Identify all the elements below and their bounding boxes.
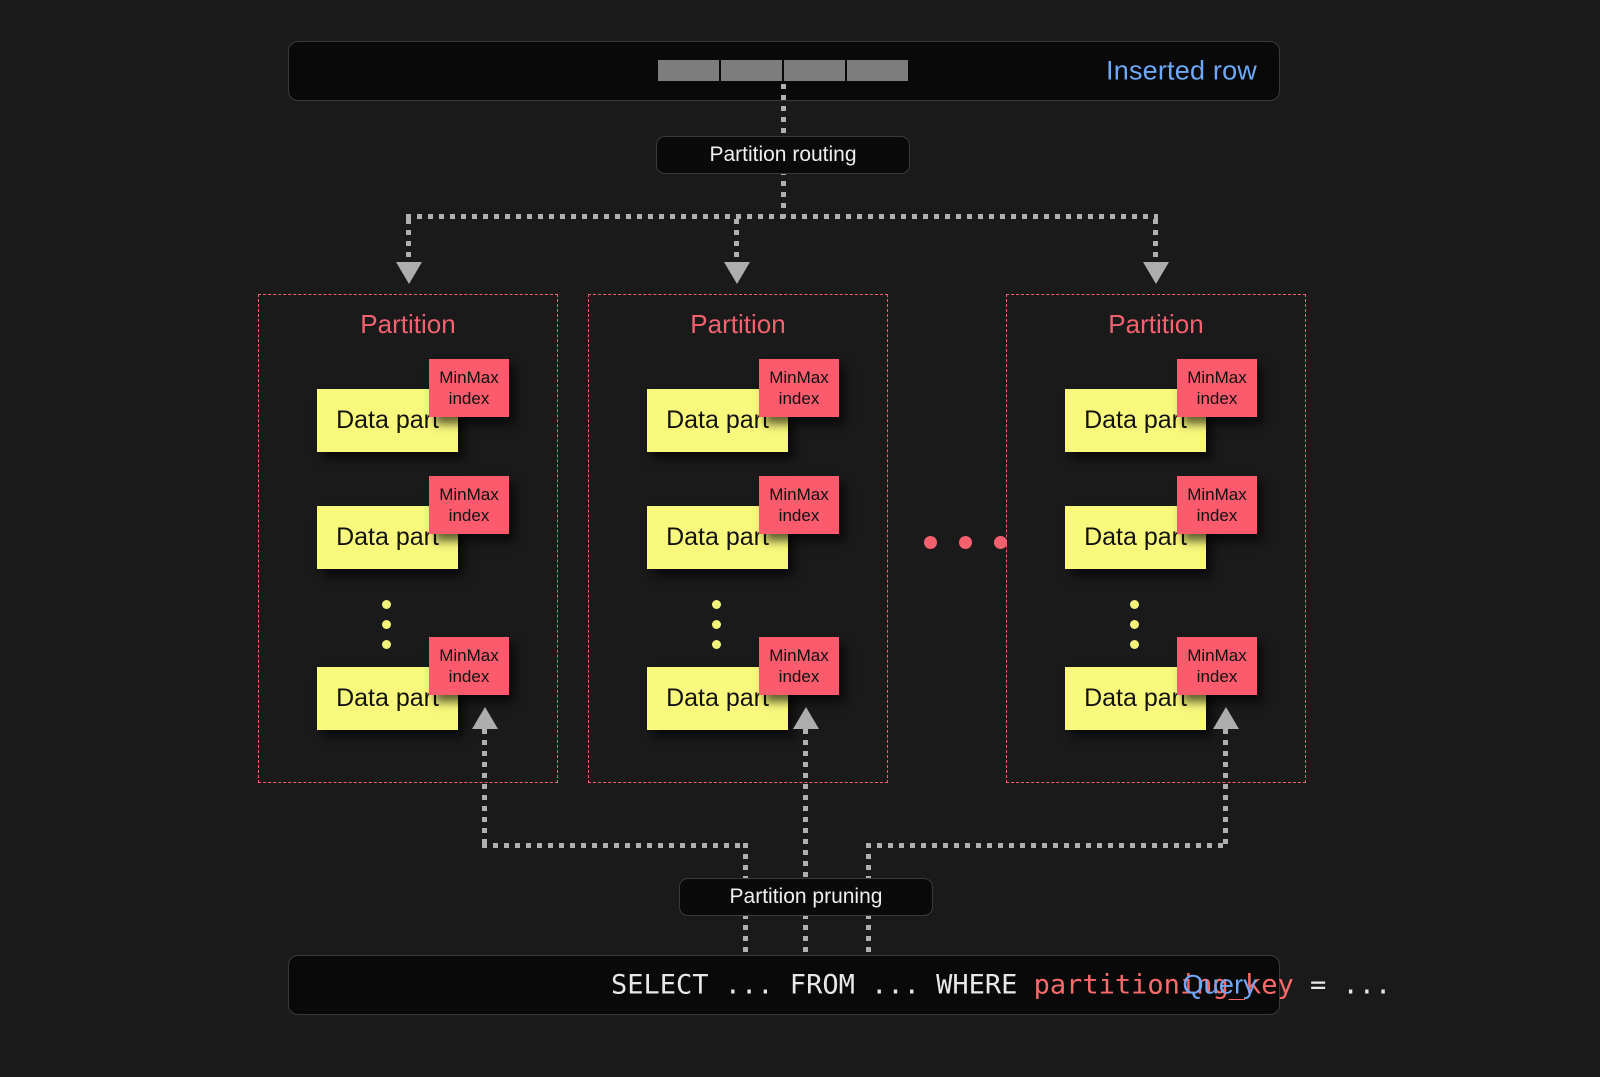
partition-pruning-box: Partition pruning <box>679 878 933 916</box>
data-part-box: Data part <box>647 389 788 452</box>
connector-bus-riser-left <box>743 843 748 879</box>
minmax-index-line2: index <box>1196 667 1238 686</box>
ellipsis-dot <box>1130 620 1139 629</box>
arrow-up-partition-2 <box>1213 707 1239 729</box>
row-cell <box>784 60 845 81</box>
query-suffix: = ... <box>1293 969 1392 1001</box>
query-prefix: SELECT ... FROM ... WHERE <box>611 969 1034 1001</box>
minmax-index-box: MinMax index <box>759 637 839 695</box>
minmax-index-line2: index <box>448 667 490 686</box>
ellipsis-dot <box>382 640 391 649</box>
minmax-index-line1: MinMax <box>769 485 829 504</box>
connector-bus-to-partition-2 <box>1153 219 1158 265</box>
minmax-index-line1: MinMax <box>439 646 499 665</box>
partition-box-0: Partition MinMax index Data part MinMax … <box>258 294 558 783</box>
row-cell <box>721 60 782 81</box>
partition-box-1: Partition MinMax index Data part MinMax … <box>588 294 888 783</box>
minmax-index-box: MinMax index <box>1177 359 1257 417</box>
connector-routing-bus <box>406 214 1158 219</box>
connector-bus-to-partition-0 <box>406 219 411 265</box>
connector-pruning-bus-right <box>866 843 1228 848</box>
query-keyword: partitioning_key <box>1033 969 1294 1001</box>
arrow-down-partition-2 <box>1143 262 1169 284</box>
ellipsis-dot <box>712 600 721 609</box>
ellipsis-dot <box>712 640 721 649</box>
data-part-box: Data part <box>317 667 458 730</box>
minmax-index-line1: MinMax <box>439 485 499 504</box>
ellipsis-dot <box>1130 640 1139 649</box>
minmax-index-line2: index <box>448 506 490 525</box>
data-part-box: Data part <box>647 667 788 730</box>
ellipsis-dot <box>382 620 391 629</box>
minmax-index-line2: index <box>778 389 820 408</box>
ellipsis-dot <box>382 600 391 609</box>
partition-pruning-label: Partition pruning <box>729 885 883 908</box>
partition-title: Partition <box>360 309 456 339</box>
connector-pruning-to-partition-2 <box>1223 729 1228 847</box>
arrow-down-partition-0 <box>396 262 422 284</box>
parts-ellipsis <box>712 600 721 649</box>
minmax-index-box: MinMax index <box>429 359 509 417</box>
minmax-index-box: MinMax index <box>759 476 839 534</box>
minmax-index-line1: MinMax <box>1187 368 1247 387</box>
minmax-index-line1: MinMax <box>439 368 499 387</box>
row-cell <box>658 60 719 81</box>
minmax-index-line2: index <box>1196 506 1238 525</box>
connector-pruning-to-query-center <box>803 914 808 958</box>
minmax-index-box: MinMax index <box>1177 476 1257 534</box>
arrow-down-partition-1 <box>724 262 750 284</box>
ellipsis-dot <box>924 536 937 549</box>
partition-routing-label: Partition routing <box>709 143 857 166</box>
ellipsis-dot <box>959 536 972 549</box>
minmax-index-box: MinMax index <box>429 476 509 534</box>
connector-pruning-to-query-right <box>866 914 871 958</box>
arrow-up-partition-0 <box>472 707 498 729</box>
query-label: Query <box>1182 969 1257 1000</box>
inserted-row-cells <box>658 60 908 81</box>
partition-title: Partition <box>690 309 786 339</box>
minmax-index-line1: MinMax <box>1187 646 1247 665</box>
connector-pruning-bus-left <box>482 843 748 848</box>
query-panel: SELECT ... FROM ... WHERE partitioning_k… <box>288 955 1391 1015</box>
partition-box-2: Partition MinMax index Data part MinMax … <box>1006 294 1306 783</box>
ellipsis-dot <box>994 536 1007 549</box>
minmax-index-line2: index <box>448 389 490 408</box>
minmax-index-line2: index <box>778 506 820 525</box>
data-part-box: Data part <box>317 506 458 569</box>
minmax-index-box: MinMax index <box>429 637 509 695</box>
connector-pruning-to-query-left <box>743 914 748 958</box>
connector-pruning-to-partition-1 <box>803 729 808 879</box>
minmax-index-line2: index <box>1196 389 1238 408</box>
inserted-row-label: Inserted row <box>1106 55 1257 86</box>
minmax-index-line1: MinMax <box>769 368 829 387</box>
parts-ellipsis <box>382 600 391 649</box>
arrow-up-partition-1 <box>793 707 819 729</box>
ellipsis-dot <box>712 620 721 629</box>
connector-bus-to-partition-1 <box>734 219 739 265</box>
query-text: SELECT ... FROM ... WHERE partitioning_k… <box>611 970 1391 1001</box>
minmax-index-line1: MinMax <box>769 646 829 665</box>
minmax-index-line2: index <box>778 667 820 686</box>
minmax-index-box: MinMax index <box>1177 637 1257 695</box>
minmax-index-box: MinMax index <box>759 359 839 417</box>
connector-routing-to-bus <box>781 170 786 218</box>
connector-pruning-to-partition-0 <box>482 729 487 847</box>
connector-row-to-routing <box>781 84 786 139</box>
ellipsis-dot <box>1130 600 1139 609</box>
connector-bus-riser-right <box>866 843 871 879</box>
parts-ellipsis <box>1130 600 1139 649</box>
partitions-ellipsis <box>924 536 1007 549</box>
row-cell <box>847 60 908 81</box>
minmax-index-line1: MinMax <box>1187 485 1247 504</box>
partition-routing-box: Partition routing <box>656 136 910 174</box>
partition-title: Partition <box>1108 309 1204 339</box>
